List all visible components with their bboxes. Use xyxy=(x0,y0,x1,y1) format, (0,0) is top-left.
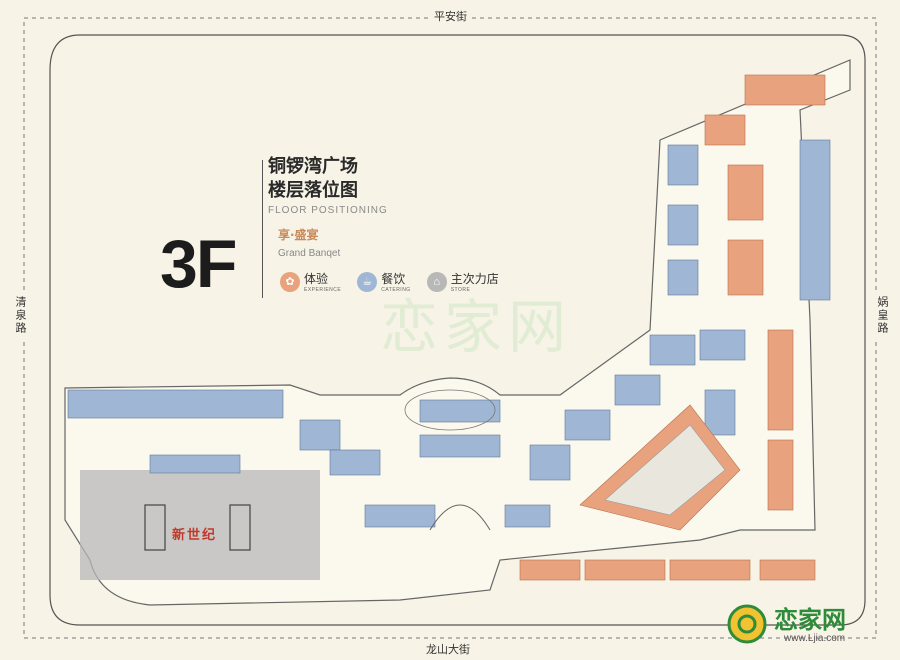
theme-english: Grand Banqet xyxy=(278,248,341,259)
floor-number: 3F xyxy=(160,226,237,302)
legend-label: 主次力店 xyxy=(450,272,499,286)
anchor-store-area[interactable] xyxy=(80,470,320,580)
lot-outline xyxy=(49,34,866,626)
store-unit[interactable] xyxy=(299,419,341,451)
store-unit[interactable] xyxy=(704,389,736,436)
store-unit[interactable] xyxy=(564,409,611,441)
store-unit[interactable] xyxy=(529,444,571,481)
logo-text: 恋家网 xyxy=(774,606,846,634)
store-unit[interactable] xyxy=(67,389,284,419)
catering-icon: ☕ xyxy=(357,271,378,292)
store-unit[interactable] xyxy=(799,139,831,301)
theme-chinese: 享·盛宴 xyxy=(278,228,319,242)
logo-url: www.Ljia.com xyxy=(784,633,846,644)
store-unit[interactable] xyxy=(669,559,751,581)
store-unit[interactable] xyxy=(149,454,241,474)
store-icon: ⌂ xyxy=(426,271,447,292)
store-unit[interactable] xyxy=(419,434,501,458)
legend-label-en: EXPERIENCE xyxy=(304,287,342,293)
escalator-block xyxy=(144,504,166,551)
store-unit[interactable] xyxy=(519,559,581,581)
store-unit[interactable] xyxy=(767,439,794,511)
atrium-void xyxy=(404,389,496,431)
map-title: 铜锣湾广场 楼层落位图 FLOOR POSITIONING xyxy=(268,155,388,216)
legend-item-store: ⌂ 主次力店 STORE xyxy=(426,270,499,293)
legend-item-experience: ✿ 体验 EXPERIENCE xyxy=(280,270,341,293)
store-unit[interactable] xyxy=(744,74,826,106)
street-east: 娲皇路 xyxy=(874,292,890,339)
legend-label: 体验 xyxy=(304,272,329,286)
anchor-store-label: 新世纪 xyxy=(172,528,218,543)
store-unit[interactable] xyxy=(584,559,666,581)
store-unit[interactable] xyxy=(419,399,501,423)
store-unit[interactable] xyxy=(727,164,764,221)
store-unit[interactable] xyxy=(649,334,696,366)
snail-logo-icon xyxy=(727,604,767,644)
site-logo: 恋家网 www.Ljia.com xyxy=(722,600,846,644)
street-south: 龙山大街 xyxy=(422,641,474,657)
store-unit[interactable] xyxy=(767,329,794,431)
store-unit[interactable] xyxy=(364,504,436,528)
store-unit[interactable] xyxy=(759,559,816,581)
street-west: 清泉路 xyxy=(12,292,28,339)
store-unit[interactable] xyxy=(504,504,551,528)
street-north: 平安街 xyxy=(430,8,471,24)
watermark-text: 恋家网 xyxy=(380,293,573,361)
legend-label: 餐饮 xyxy=(381,272,406,286)
legend-label-en: CATERING xyxy=(381,287,411,293)
central-atrium xyxy=(429,504,491,531)
title-line-2: 楼层落位图 xyxy=(268,180,358,201)
store-unit[interactable] xyxy=(699,329,746,361)
legend: ✿ 体验 EXPERIENCE ☕ 餐饮 CATERING ⌂ 主次力店 STO… xyxy=(280,270,499,293)
store-unit[interactable] xyxy=(704,114,746,146)
title-line-1: 铜锣湾广场 xyxy=(268,156,358,177)
store-unit[interactable] xyxy=(667,204,699,246)
escalator-block xyxy=(229,504,251,551)
experience-icon: ✿ xyxy=(280,271,300,292)
catering-zone xyxy=(67,139,831,528)
cinema-seating xyxy=(604,424,726,516)
legend-label-en: STORE xyxy=(450,287,471,293)
store-unit[interactable] xyxy=(614,374,661,406)
store-unit[interactable] xyxy=(329,449,381,476)
legend-item-catering: ☕ 餐饮 CATERING xyxy=(357,270,410,293)
title-english: FLOOR POSITIONING xyxy=(268,205,388,216)
title-divider xyxy=(262,160,263,298)
store-unit[interactable] xyxy=(667,259,699,296)
store-unit[interactable] xyxy=(667,144,699,186)
floor-theme: 享·盛宴 Grand Banqet xyxy=(278,226,340,259)
store-unit[interactable] xyxy=(727,239,764,296)
